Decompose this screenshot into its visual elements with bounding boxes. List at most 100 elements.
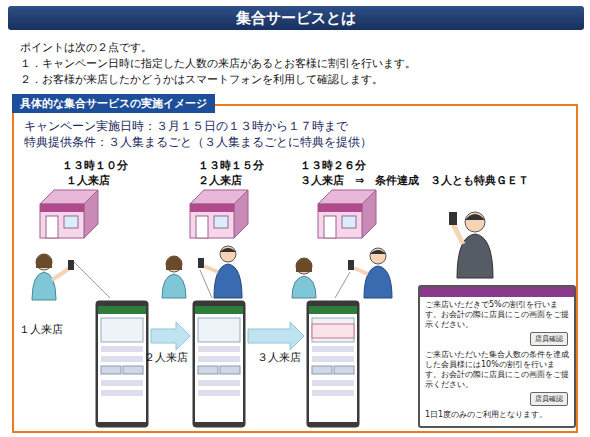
shop-icon bbox=[324, 216, 336, 238]
phone-part bbox=[98, 306, 146, 422]
person-woman bbox=[52, 268, 70, 280]
person-woman bbox=[162, 274, 186, 298]
phone-part bbox=[101, 366, 121, 374]
shop-icon bbox=[40, 190, 98, 238]
shop-icon bbox=[40, 204, 84, 212]
coupon-text: ご来店いただいた集合人数の条件を達成した会員様には10%の割引を行います。お会計… bbox=[425, 350, 569, 390]
person-woman bbox=[166, 256, 182, 270]
time-label: １３時２６分 bbox=[300, 158, 366, 173]
phone-part bbox=[220, 366, 240, 374]
screen-header bbox=[420, 287, 574, 297]
time-label: ３人来店 ⇒ 条件達成 ３人とも特典ＧＥＴ bbox=[300, 173, 529, 188]
phone-part bbox=[312, 366, 332, 374]
person-man-phone bbox=[465, 214, 485, 220]
confirm-button: 店員確認 bbox=[530, 332, 568, 346]
shop-icon bbox=[214, 216, 228, 228]
phone-part bbox=[309, 306, 357, 314]
phone-node: ３人来店 bbox=[306, 300, 360, 428]
person-woman bbox=[296, 258, 312, 272]
person-woman bbox=[166, 256, 182, 272]
flow-arrow bbox=[151, 322, 190, 350]
shop-icon bbox=[362, 190, 376, 238]
shop-icon bbox=[190, 190, 248, 238]
phone-screen bbox=[192, 300, 246, 428]
leader-line bbox=[335, 272, 350, 298]
person-woman bbox=[292, 258, 316, 298]
shop-icon bbox=[318, 190, 376, 238]
person-man bbox=[370, 250, 386, 254]
time-label: １人来店 bbox=[66, 173, 110, 188]
phone-part bbox=[96, 301, 149, 428]
leader-line bbox=[200, 270, 212, 298]
person-woman bbox=[296, 258, 312, 274]
visit-label: ３人来店 bbox=[257, 350, 301, 365]
person-man-phone bbox=[453, 224, 463, 244]
phone-part bbox=[312, 318, 354, 342]
frame-tab: 具体的な集合サービスの実施イメージ bbox=[12, 94, 215, 113]
time-label: １３時１０分 bbox=[62, 158, 128, 173]
visit-label: ２人来店 bbox=[144, 350, 188, 365]
phone-part bbox=[195, 306, 243, 314]
orange-frame: 具体的な集合サービスの実施イメージキャンペーン実施日時：３月１５日の１３時から１… bbox=[12, 104, 578, 433]
shop-icon bbox=[46, 216, 58, 238]
phone-part bbox=[198, 366, 218, 374]
person-woman bbox=[68, 260, 74, 270]
time-label: １３時１５分 bbox=[198, 158, 264, 173]
phone-screen bbox=[95, 300, 149, 428]
person-woman bbox=[32, 254, 74, 300]
campaign-text: キャンペーン実施日時：３月１５日の１３時から１７時まで bbox=[24, 118, 348, 135]
phone-part bbox=[198, 318, 240, 342]
phone-part bbox=[193, 301, 246, 428]
person-man bbox=[220, 246, 236, 262]
person-man-phone bbox=[449, 212, 493, 278]
shop-icon bbox=[190, 204, 234, 212]
phone-part bbox=[312, 356, 354, 362]
phone-part bbox=[198, 346, 240, 352]
phone-part bbox=[101, 390, 143, 396]
confirm-button: 店員確認 bbox=[530, 392, 568, 406]
person-woman bbox=[32, 272, 56, 300]
shop-icon bbox=[64, 216, 78, 228]
phone-part bbox=[198, 356, 240, 362]
person-man bbox=[220, 248, 236, 252]
coupon-text: ご来店いただきで5%の割引を行います。お会計の際に店員にこの画面をご提示ください… bbox=[425, 300, 569, 330]
person-woman bbox=[36, 254, 52, 270]
coupon-screen: ご来店いただきで5%の割引を行います。お会計の際に店員にこの画面をご提示ください… bbox=[418, 285, 576, 428]
shop-icon bbox=[342, 216, 356, 228]
phone-part bbox=[334, 366, 354, 374]
person-man bbox=[364, 266, 392, 298]
shop-icon bbox=[84, 190, 98, 238]
phone-part bbox=[101, 380, 143, 386]
visit-label: １人来店 bbox=[19, 322, 63, 337]
shop-icon bbox=[234, 190, 248, 238]
campaign-text: 特典提供条件：３人集まるごと（３人集まるごとに特典を提供） bbox=[24, 134, 372, 151]
intro-text: １．キャンペーン日時に指定した人数の来店があるとお客様に割引を行います。 bbox=[20, 56, 416, 71]
person-man bbox=[198, 246, 242, 298]
intro-text: ポイントは次の２点です。 bbox=[20, 40, 152, 55]
phone-part bbox=[101, 318, 143, 342]
person-man bbox=[204, 266, 218, 272]
person-woman bbox=[36, 254, 52, 268]
shop-icon bbox=[318, 204, 362, 212]
phone-part bbox=[101, 346, 143, 352]
person-woman bbox=[162, 256, 186, 298]
person-man bbox=[348, 260, 354, 270]
phone-node: ２人来店 bbox=[192, 300, 246, 428]
phone-part bbox=[195, 306, 243, 422]
coupon-text: 1日1度のみのご利用となります。 bbox=[425, 410, 569, 420]
person-man bbox=[198, 258, 204, 268]
phone-screen bbox=[306, 300, 360, 428]
flow-arrow bbox=[248, 322, 304, 350]
phone-part bbox=[312, 324, 354, 338]
person-man bbox=[214, 264, 242, 298]
phone-part bbox=[198, 380, 240, 386]
phone-part bbox=[123, 366, 143, 374]
phone-part bbox=[312, 380, 354, 386]
shop-icon bbox=[196, 216, 208, 238]
phone-node: １人来店 bbox=[95, 300, 149, 428]
phone-part bbox=[101, 356, 143, 362]
phone-part bbox=[309, 306, 357, 422]
shop-icon bbox=[190, 204, 234, 238]
intro-text: ２．お客様が来店したかどうかはスマートフォンを利用して確認します。 bbox=[20, 72, 383, 87]
leader-line bbox=[74, 262, 350, 298]
